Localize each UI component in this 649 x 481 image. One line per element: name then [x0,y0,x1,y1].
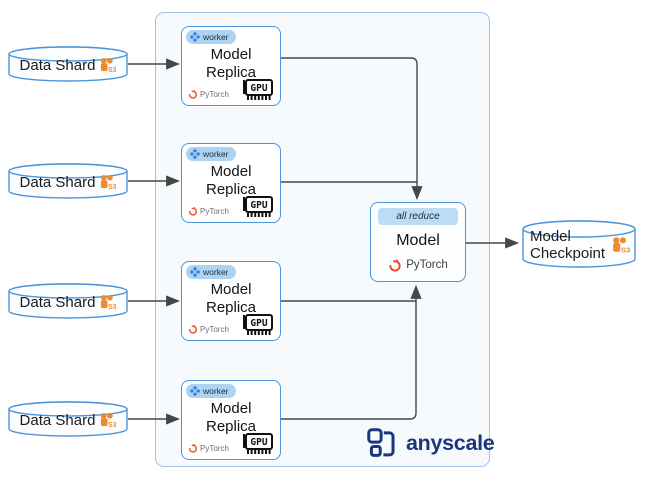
ray-worker-icon [190,386,200,396]
worker-badge: worker [186,30,236,44]
s3-icon: S3 [101,294,116,311]
data-shard-label: Data Shard [19,293,96,311]
pytorch-icon [188,444,198,453]
ray-worker-icon [190,149,200,159]
s3-icon: S3 [613,236,630,254]
pytorch-tag: PyTorch [188,206,229,216]
cylinder-shape [8,283,128,319]
worker-badge-label: worker [203,267,229,277]
svg-text:S3: S3 [108,66,116,74]
model-title: Model [396,232,440,249]
cylinder-shape [8,46,128,82]
pytorch-tag: PyTorch [188,89,229,99]
worker-badge-label: worker [203,149,229,159]
svg-text:S3: S3 [108,183,116,191]
data-shard-node-1: Data Shard S3 [8,46,128,82]
worker-badge: worker [186,147,236,161]
pytorch-icon [188,90,198,99]
pytorch-icon [188,325,198,334]
replica-title: Model Replica [205,46,257,81]
pytorch-label: PyTorch [200,89,229,99]
svg-text:GPU: GPU [250,83,267,94]
pytorch-tag: PyTorch [371,258,465,272]
gpu-icon: GPU [243,433,273,454]
worker-badge-label: worker [203,386,229,396]
worker-badge-label: worker [203,32,229,42]
pytorch-label: PyTorch [200,324,229,334]
s3-icon: S3 [101,174,116,191]
ray-worker-icon [190,32,200,42]
cylinder-shape [8,401,128,437]
worker-badge: worker [186,384,236,398]
model-allreduce-node: all reduce Model PyTorch [370,202,466,282]
gpu-icon: GPU [243,196,273,217]
data-shard-label: Data Shard [19,56,96,74]
pytorch-icon [389,259,401,272]
checkpoint-label: Model Checkpoint [530,228,606,262]
anyscale-logo: anyscale [367,428,495,458]
pytorch-tag: PyTorch [188,443,229,453]
model-checkpoint-node: Model Checkpoint S3 [522,220,636,268]
model-replica-node-4: worker Model Replica PyTorch GPU [181,380,281,460]
worker-badge: worker [186,265,236,279]
model-replica-node-3: worker Model Replica PyTorch GPU [181,261,281,341]
svg-text:S3: S3 [108,303,116,311]
anyscale-icon [367,428,395,457]
anyscale-wordmark: anyscale [406,430,495,455]
svg-text:GPU: GPU [250,318,267,329]
s3-icon: S3 [101,57,116,74]
replica-title: Model Replica [205,281,257,316]
pytorch-label: PyTorch [406,259,448,271]
svg-text:GPU: GPU [250,437,267,448]
svg-text:S3: S3 [108,421,116,429]
model-replica-node-2: worker Model Replica PyTorch GPU [181,143,281,223]
cylinder-shape [8,163,128,199]
pytorch-icon [188,207,198,216]
pytorch-label: PyTorch [200,206,229,216]
replica-title: Model Replica [205,400,257,435]
data-shard-node-3: Data Shard S3 [8,283,128,319]
data-shard-label: Data Shard [19,173,96,191]
model-replica-node-1: worker Model Replica PyTorch GPU [181,26,281,106]
svg-text:GPU: GPU [250,200,267,211]
replica-title: Model Replica [205,163,257,198]
gpu-icon: GPU [243,79,273,100]
pytorch-tag: PyTorch [188,324,229,334]
s3-icon: S3 [101,412,116,429]
data-shard-node-2: Data Shard S3 [8,163,128,199]
data-shard-node-4: Data Shard S3 [8,401,128,437]
allreduce-badge: all reduce [378,208,458,225]
data-shard-label: Data Shard [19,411,96,429]
gpu-icon: GPU [243,314,273,335]
svg-text:S3: S3 [621,245,630,254]
pytorch-label: PyTorch [200,443,229,453]
cylinder-shape [522,220,636,268]
ray-worker-icon [190,267,200,277]
